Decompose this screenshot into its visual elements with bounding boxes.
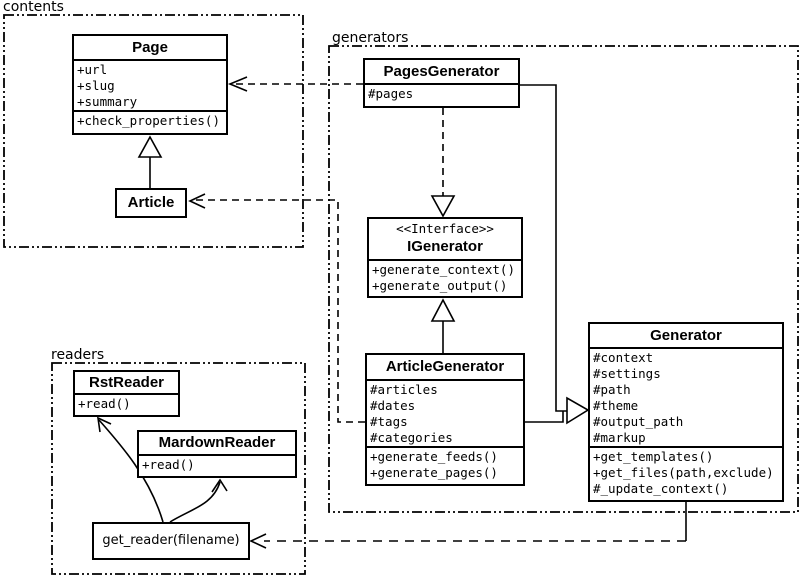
method: +generate_pages() [370, 465, 498, 480]
class-title: RstReader [75, 372, 178, 395]
class-box-rstreader: RstReader +read() [73, 370, 180, 417]
method: +read() [78, 396, 131, 411]
methods-compartment: +get_templates() +get_files(path,exclude… [590, 448, 782, 497]
attribute: +slug [77, 78, 115, 93]
class-box-pagesgenerator: PagesGenerator #pages [363, 58, 520, 108]
curve-getreader-mardownreader [169, 481, 221, 523]
inheritance-triangle-generator [566, 396, 590, 425]
function-box-getreader: get_reader(filename) [92, 522, 250, 560]
method: +generate_context() [372, 262, 515, 277]
title-compartment: <<Interface>> IGenerator [369, 219, 521, 261]
open-arrowhead-article [188, 193, 206, 209]
attribute: #output_path [593, 414, 684, 429]
attribute: #dates [370, 398, 416, 413]
class-title: MardownReader [139, 432, 295, 456]
class-title: ArticleGenerator [367, 355, 523, 381]
function-label: get_reader(filename) [102, 533, 240, 548]
methods-compartment: +generate_feeds() +generate_pages() [367, 448, 523, 481]
inheritance-line-articlegenerator-generator [510, 411, 564, 423]
realization-triangle-igenerator-top [430, 195, 456, 218]
class-box-articlegenerator: ArticleGenerator #articles #dates #tags … [365, 353, 525, 486]
methods-compartment: +check_properties() [74, 112, 226, 129]
attribute: +summary [77, 94, 138, 109]
attribute: #path [593, 382, 631, 397]
package-border-readers [51, 362, 306, 575]
class-box-page: Page +url +slug +summary +check_properti… [72, 34, 228, 135]
attribute: #context [593, 350, 654, 365]
package-label-generators: generators [332, 30, 409, 46]
inheritance-triangle-igenerator-bottom [430, 298, 456, 322]
attribute: #markup [593, 430, 646, 445]
class-box-article: Article [115, 188, 187, 218]
open-arrowhead-rstreader [97, 416, 112, 433]
methods-compartment: +generate_context() +generate_output() [369, 261, 521, 294]
method: +get_files(path,exclude) [593, 465, 774, 480]
attribute: #categories [370, 430, 453, 445]
open-arrowhead-mardownreader [211, 478, 228, 493]
package-border-generators [328, 45, 799, 513]
attributes-compartment: #articles #dates #tags #categories [367, 381, 523, 448]
attributes-compartment: +url +slug +summary [74, 61, 226, 112]
package-label-readers: readers [51, 347, 105, 363]
attributes-compartment: #pages [365, 85, 518, 102]
method: +generate_feeds() [370, 449, 498, 464]
class-title: Article [127, 194, 175, 211]
attributes-compartment: #context #settings #path #theme #output_… [590, 349, 782, 448]
method: +get_templates() [593, 449, 714, 464]
method: +generate_output() [372, 278, 508, 293]
class-title: Generator [590, 324, 782, 349]
package-label-contents: contents [3, 0, 64, 15]
attribute: +url [77, 62, 108, 77]
class-title: PagesGenerator [365, 60, 518, 85]
attribute: #theme [593, 398, 639, 413]
open-arrowhead-page [227, 76, 248, 92]
attribute: #pages [368, 86, 414, 101]
curve-getreader-rstreader [98, 419, 164, 523]
attribute: #articles [370, 382, 438, 397]
attribute: #tags [370, 414, 408, 429]
stereotype: <<Interface>> [396, 221, 494, 236]
open-arrowhead-getreader [249, 533, 267, 549]
class-title: IGenerator [407, 238, 483, 255]
inheritance-line-pagesgenerator-generator [520, 84, 567, 412]
class-box-generator: Generator #context #settings #path #them… [588, 322, 784, 502]
package-border-contents [3, 14, 304, 248]
method: +check_properties() [77, 113, 220, 128]
method: +read() [142, 457, 195, 472]
class-box-igenerator: <<Interface>> IGenerator +generate_conte… [367, 217, 523, 298]
inheritance-triangle-page [137, 135, 163, 158]
methods-compartment: +read() [139, 456, 295, 473]
methods-compartment: +read() [75, 395, 178, 412]
attribute: #settings [593, 366, 661, 381]
method: #_update_context() [593, 481, 729, 496]
class-title: Page [74, 36, 226, 61]
dependency-line-articlegenerator-article [196, 199, 365, 423]
class-box-mardownreader: MardownReader +read() [137, 430, 297, 478]
